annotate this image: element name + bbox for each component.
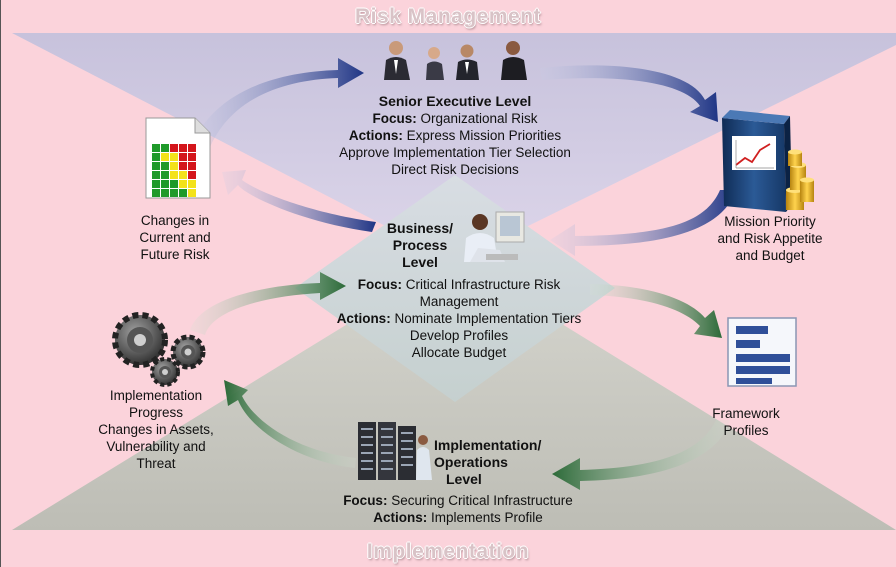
implementation-title-block: Implementation/ Operations Level <box>434 437 564 488</box>
arrow-senior-to-mission <box>540 65 718 122</box>
risk-changes-line-1: Changes in <box>140 213 210 228</box>
risk-matrix-cell <box>161 171 169 179</box>
business-action-3: Allocate Budget <box>411 345 507 360</box>
business-level-block: Focus: Critical Infrastructure Risk Mana… <box>300 276 618 361</box>
progress-line-4: Vulnerability and <box>106 439 206 454</box>
framework-profiles-label: Framework Profiles <box>696 405 796 439</box>
mission-line-2: and Risk Appetite <box>717 231 823 246</box>
risk-matrix-cell <box>170 144 178 152</box>
implementation-action-1: Implements Profile <box>430 510 543 525</box>
business-title-1: Business/ <box>386 220 454 236</box>
implementation-progress-label: Implementation Progress Changes in Asset… <box>76 387 236 472</box>
risk-matrix-cell <box>152 189 160 197</box>
implementation-level-block: Focus: Securing Critical Infrastructure … <box>300 492 616 526</box>
implementation-focus-key: Focus: <box>343 493 388 508</box>
business-title-block: Business/ Process Level <box>378 220 462 271</box>
risk-matrix-cell <box>161 144 169 152</box>
risk-matrix-cell <box>161 180 169 188</box>
executives-icon <box>384 41 527 80</box>
risk-matrix-cell <box>152 171 160 179</box>
risk-matrix-document-icon <box>145 117 211 199</box>
senior-action-2: Approve Implementation Tier Selection <box>339 145 571 160</box>
arrow-profiles-to-implementation <box>552 420 730 490</box>
mission-priority-label: Mission Priority and Risk Appetite and B… <box>690 213 850 264</box>
senior-actions-key: Actions: <box>348 128 403 143</box>
server-racks-icon <box>358 422 432 480</box>
senior-action-1: Express Mission Priorities <box>406 128 562 143</box>
implementation-title-3: Level <box>446 471 482 487</box>
banner-implementation: Implementation <box>366 540 530 563</box>
risk-matrix-cell <box>170 171 178 179</box>
senior-focus-value: Organizational Risk <box>420 111 538 126</box>
arrow-progress-to-business <box>190 272 346 335</box>
risk-matrix-cell <box>179 171 187 179</box>
risk-matrix-cell <box>179 162 187 170</box>
risk-matrix-cell <box>152 153 160 161</box>
business-focus-key: Focus: <box>357 277 402 292</box>
business-focus-value-2: Management <box>419 294 499 309</box>
implementation-focus-value: Securing Critical Infrastructure <box>391 493 573 508</box>
framework-line-2: Profiles <box>723 423 769 438</box>
arrow-business-to-risk <box>222 170 376 232</box>
risk-matrix-cell <box>188 153 196 161</box>
risk-matrix-cell <box>188 189 196 197</box>
budget-binder-icon <box>722 110 814 212</box>
senior-title: Senior Executive Level <box>378 93 532 109</box>
progress-line-2: Progress <box>128 405 184 420</box>
business-action-2: Develop Profiles <box>409 328 509 343</box>
risk-changes-line-2: Current and <box>139 230 211 245</box>
risk-matrix-cell <box>152 144 160 152</box>
progress-line-5: Threat <box>136 456 176 471</box>
risk-matrix-cell <box>170 189 178 197</box>
risk-matrix-cell <box>188 180 196 188</box>
arrow-mission-to-business <box>550 190 736 256</box>
progress-line-3: Changes in Assets, <box>98 422 214 437</box>
business-worker-icon <box>464 211 525 262</box>
risk-changes-line-3: Future Risk <box>140 247 210 262</box>
business-action-1: Nominate Implementation Tiers <box>394 311 582 326</box>
risk-changes-label: Changes in Current and Future Risk <box>110 212 240 263</box>
senior-action-3: Direct Risk Decisions <box>391 162 519 177</box>
banner-risk-management: Risk Management <box>354 5 542 28</box>
progress-line-1: Implementation <box>109 388 203 403</box>
risk-matrix-cell <box>188 171 196 179</box>
gold-coins-icon <box>786 149 814 210</box>
risk-matrix-cell <box>170 180 178 188</box>
implementation-title-1: Implementation/ <box>434 437 542 453</box>
senior-executive-block: Senior Executive Level Focus: Organizati… <box>290 93 620 178</box>
business-title-3: Level <box>402 254 438 270</box>
arrow-implementation-to-progress <box>224 380 356 468</box>
business-title-2: Process <box>392 237 448 253</box>
arrow-business-to-profiles <box>590 284 722 338</box>
risk-matrix-cell <box>188 162 196 170</box>
risk-matrix-cell <box>179 144 187 152</box>
risk-matrix-cell <box>179 153 187 161</box>
risk-matrix-cell <box>161 162 169 170</box>
implementation-actions-key: Actions: <box>373 510 428 525</box>
risk-matrix-cell <box>179 189 187 197</box>
risk-matrix-cell <box>161 189 169 197</box>
business-actions-key: Actions: <box>336 311 391 326</box>
risk-matrix-cell <box>170 153 178 161</box>
risk-matrix-cell <box>152 162 160 170</box>
risk-matrix-cell <box>161 153 169 161</box>
senior-focus-key: Focus: <box>372 111 417 126</box>
risk-matrix-cell <box>188 144 196 152</box>
risk-matrix-cell <box>152 180 160 188</box>
business-focus-value-1: Critical Infrastructure Risk <box>405 277 561 292</box>
framework-profile-icon <box>727 317 797 387</box>
implementation-title-2: Operations <box>434 454 508 470</box>
gears-icon <box>112 312 206 387</box>
framework-line-1: Framework <box>712 406 780 421</box>
risk-matrix-cell <box>170 162 178 170</box>
risk-matrix-cell <box>179 180 187 188</box>
mission-line-3: and Budget <box>735 248 805 263</box>
mission-line-1: Mission Priority <box>724 214 816 229</box>
